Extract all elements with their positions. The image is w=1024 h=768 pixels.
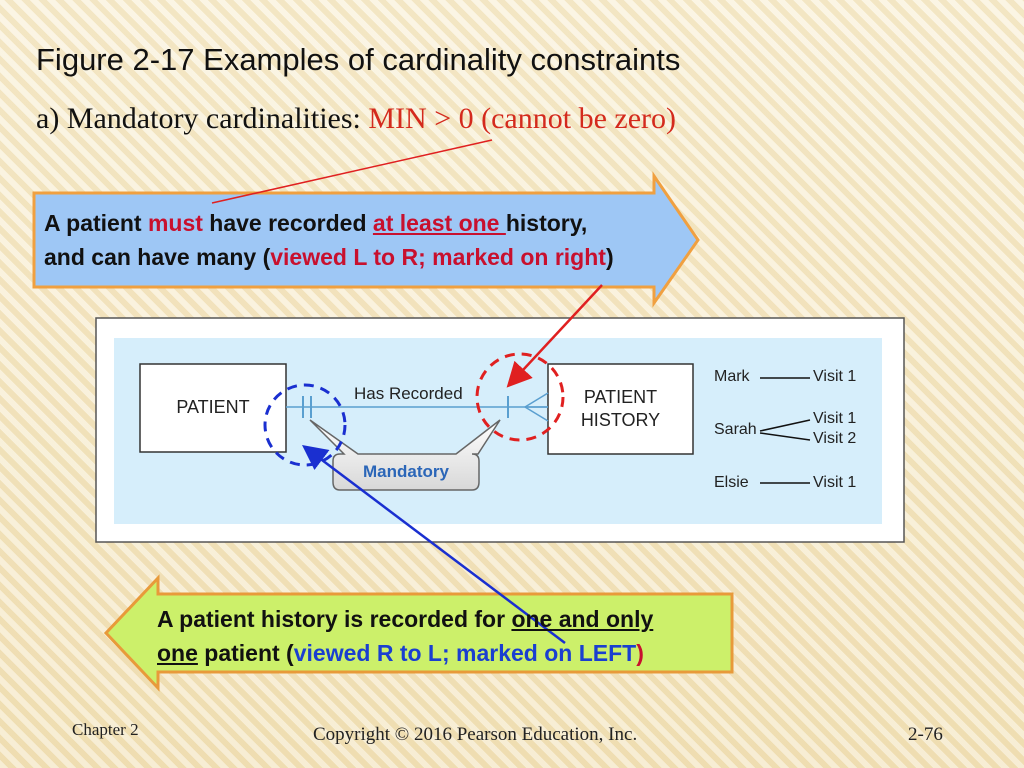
entity-patient (139, 363, 287, 453)
entity-patient-label: PATIENT (176, 397, 250, 417)
red-pointer-from-subtitle (211, 139, 493, 204)
callout-top-line2: and can have many (viewed L to R; marked… (44, 240, 614, 274)
entity-patient-history-line2: HISTORY (580, 410, 661, 430)
sample-name-elsie: Elsie (714, 474, 749, 491)
sample-visit-sarah-1: Visit 1 (813, 410, 857, 427)
footer-chapter: Chapter 2 (72, 720, 139, 739)
callout-top-text: A patient must have recorded at least on… (44, 206, 614, 274)
callout-top-arrow (32, 171, 700, 308)
mandatory-label: Mandatory (363, 462, 449, 481)
callout-bottom-view-note: viewed R to L; marked on LEFT (293, 640, 637, 666)
slide-subtitle: a) Mandatory cardinalities: MIN > 0 (can… (36, 102, 676, 136)
blue-dashed-circle (263, 383, 347, 467)
callout-top-must: must (147, 210, 203, 236)
sample-name-mark: Mark (714, 368, 750, 385)
entity-patient-history-label: PATIENT HISTORY (548, 386, 693, 432)
footer-page-number: 2-76 (908, 724, 943, 745)
callout-bottom-text-b: patient ( (197, 640, 294, 666)
mandatory-bubble (309, 419, 501, 491)
entity-patient-history-line1: PATIENT (583, 387, 658, 407)
callout-bottom-text-a: A patient history is recorded for (157, 606, 512, 632)
callout-top-text-d: and can have many ( (44, 244, 271, 270)
blue-pointer-arrow (302, 444, 566, 644)
callout-top-view-note: viewed L to R; marked on right (270, 244, 606, 270)
slide-title: Figure 2-17 Examples of cardinality cons… (36, 42, 681, 77)
subtitle-prefix: a) Mandatory cardinalities: (36, 102, 361, 135)
sample-name-sarah: Sarah (714, 421, 757, 438)
red-dashed-circle (475, 352, 565, 442)
entity-patient-history (547, 363, 694, 455)
sample-line-sarah-2 (759, 432, 811, 441)
crows-foot-icon (524, 392, 549, 422)
sample-visit-elsie-1: Visit 1 (813, 474, 857, 491)
callout-top-at-least-one: at least one (372, 210, 506, 236)
relationship-label: Has Recorded (354, 384, 463, 403)
sample-line-sarah-1 (759, 419, 811, 432)
callout-bottom-line2: one patient (viewed R to L; marked on LE… (157, 636, 653, 670)
callout-bottom-line1: A patient history is recorded for one an… (157, 602, 653, 636)
sample-visit-sarah-2: Visit 2 (813, 430, 857, 447)
red-pointer-arrow (506, 284, 603, 388)
callout-bottom-text: A patient history is recorded for one an… (157, 602, 653, 670)
callout-bottom-one-and-only: one and only (511, 606, 654, 632)
callout-top-text-e: ) (605, 244, 614, 270)
callout-top-text-c: history, (505, 210, 588, 236)
callout-bottom-one: one (157, 640, 198, 666)
sample-visit-mark-1: Visit 1 (813, 368, 857, 385)
callout-bottom-text-c: ) (636, 640, 644, 666)
footer-copyright: Copyright © 2016 Pearson Education, Inc. (313, 724, 638, 745)
callout-top-line1: A patient must have recorded at least on… (44, 206, 614, 240)
callout-top-text-a: A patient (44, 210, 148, 236)
callout-bottom-arrow (103, 574, 734, 692)
subtitle-rule: MIN > 0 (cannot be zero) (368, 102, 677, 135)
callout-top-text-b: have recorded (202, 210, 373, 236)
